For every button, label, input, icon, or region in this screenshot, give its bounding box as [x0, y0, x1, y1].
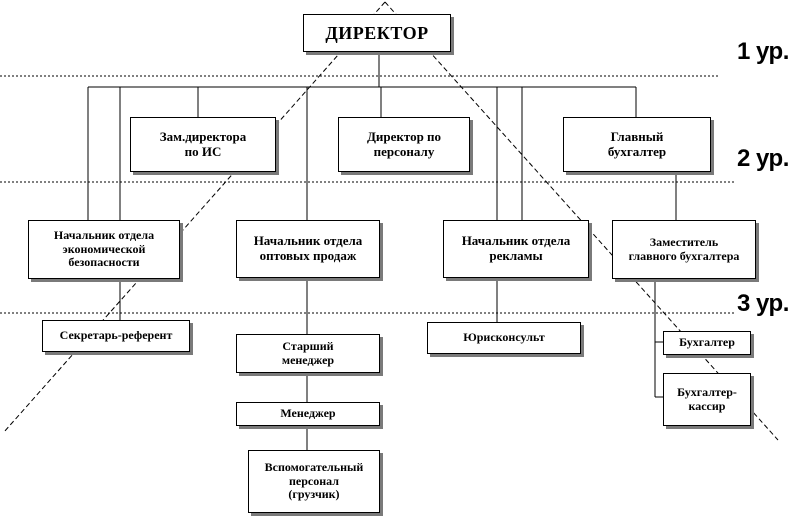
node-hr-director: Директор по персоналу: [338, 117, 470, 172]
node-wholesale-head: Начальник отдела оптовых продаж: [236, 220, 380, 278]
node-advertising-head: Начальник отдела рекламы: [443, 220, 589, 278]
node-director: ДИРЕКТОР: [303, 14, 451, 52]
level-label-3: 3 ур.: [737, 290, 789, 317]
node-manager: Менеджер: [236, 402, 380, 426]
node-secretary: Секретарь-референт: [42, 320, 190, 352]
level-label-2: 2 ур.: [737, 145, 789, 172]
node-accountant: Бухгалтер: [663, 331, 751, 355]
node-senior-manager: Старший менеджер: [236, 334, 380, 373]
node-accountant-cashier: Бухгалтер- кассир: [663, 373, 751, 426]
node-chief-accountant: Главный бухгалтер: [563, 117, 711, 172]
node-auxiliary-staff: Вспомогательный персонал (грузчик): [248, 450, 380, 513]
node-deputy-is: Зам.директора по ИС: [130, 117, 276, 172]
level-label-1: 1 ур.: [737, 38, 789, 65]
triangle-right-edge: [384, 1, 779, 441]
node-security-head: Начальник отдела экономической безопасно…: [28, 220, 180, 279]
node-legal-advisor: Юрисконсульт: [427, 322, 581, 354]
node-deputy-chief-accountant: Заместитель главного бухгалтера: [612, 220, 756, 279]
